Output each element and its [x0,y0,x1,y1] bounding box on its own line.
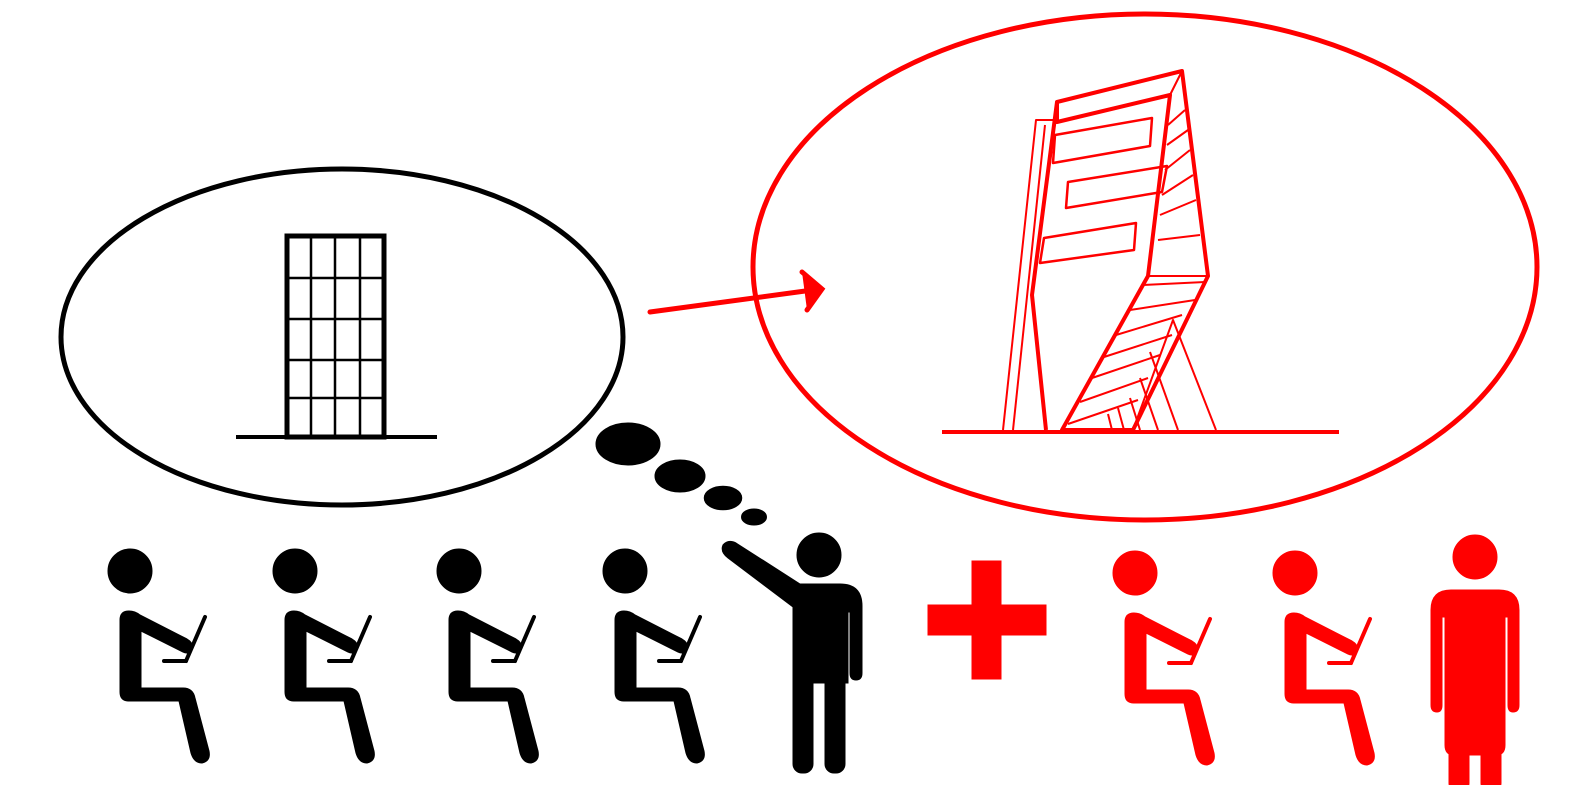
person-at-laptop-icon [106,547,212,765]
person-at-laptop-icon [601,547,707,765]
existing-team [106,532,863,774]
person-pointing-icon [721,532,863,774]
twisted-tower-with-trees-icon [942,69,1339,434]
thought-bubble [58,166,626,508]
person-at-laptop-icon [271,547,377,765]
person-at-laptop-icon [435,547,541,765]
plus-icon [927,560,1047,680]
added-team [1111,534,1520,785]
simple-grid-building-icon [236,233,437,440]
current-concept-group [58,166,626,508]
person-at-laptop-icon [1271,549,1377,767]
thought-bubble-trail-icon [595,422,767,526]
new-concept-group [750,11,1540,523]
idea-ellipse [750,11,1540,523]
standing-person-icon [1430,534,1520,785]
person-at-laptop-icon [1111,549,1217,767]
arrow-right-icon [647,269,826,315]
